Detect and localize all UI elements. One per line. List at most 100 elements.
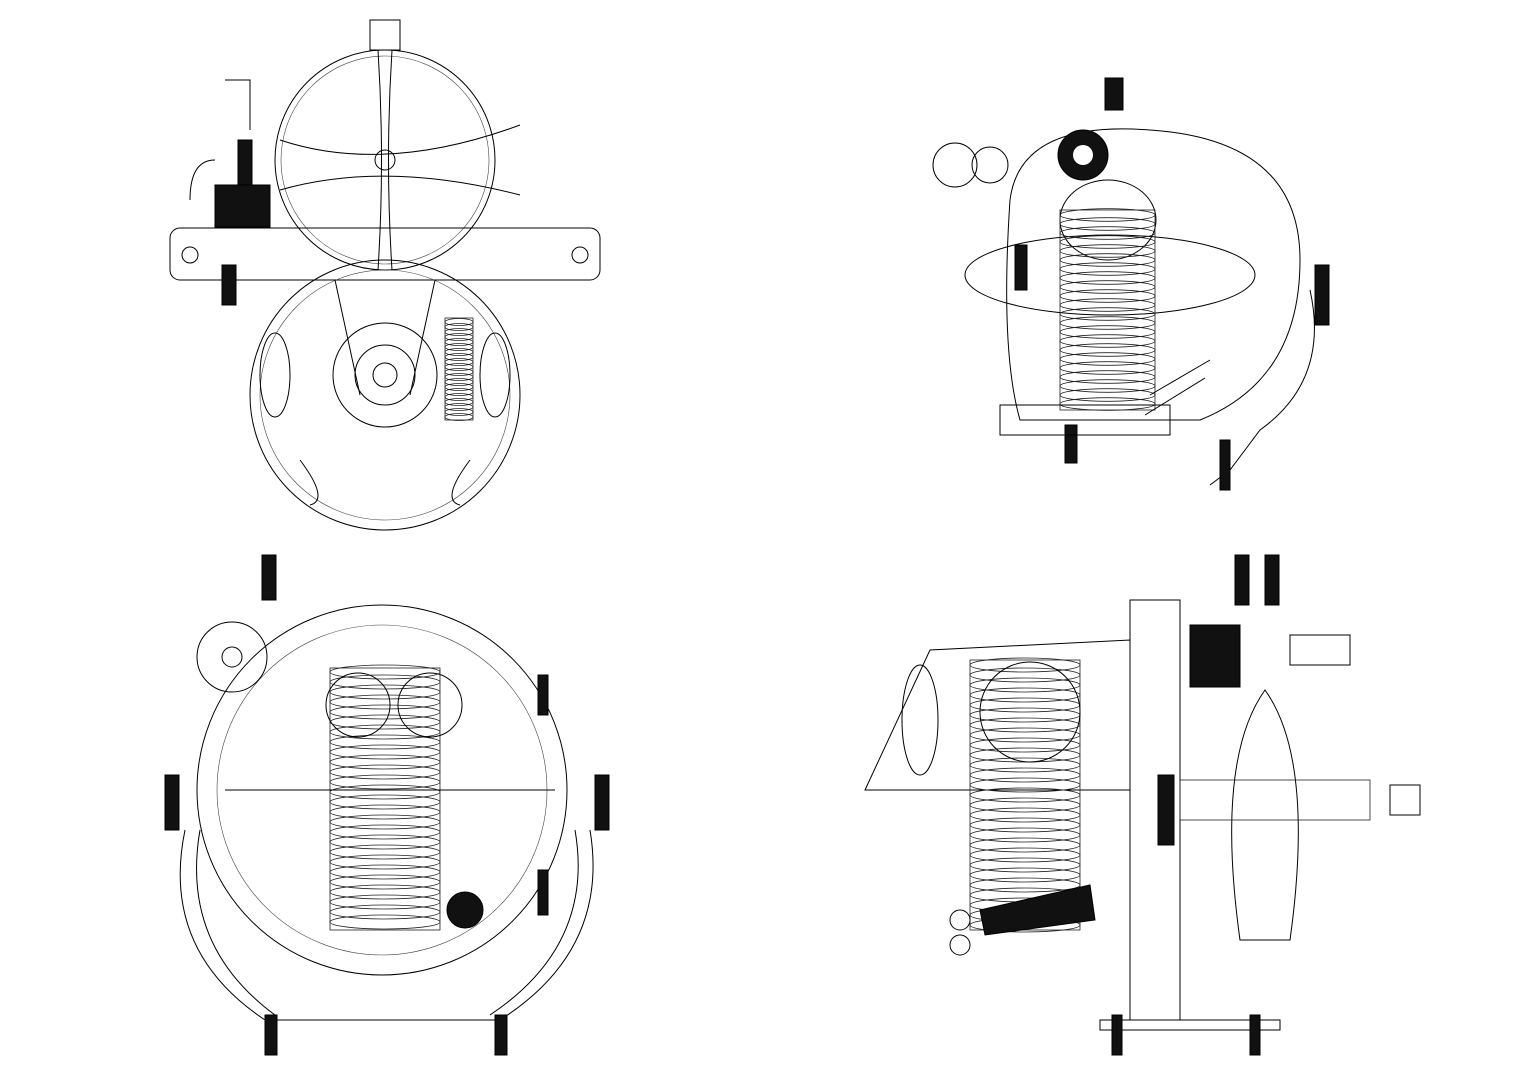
port <box>979 661 1081 763</box>
coil-turn <box>329 894 441 910</box>
diagonal-spring <box>1144 359 1211 416</box>
coil-turn <box>969 857 1081 873</box>
bolt-left <box>181 246 199 264</box>
coil-turn <box>329 744 441 760</box>
screw-c <box>1064 424 1078 464</box>
eyepiece-ring <box>971 146 1009 184</box>
coil-turn <box>969 787 1081 803</box>
coil-turn <box>444 413 474 421</box>
handwheel-inner <box>280 55 490 265</box>
vertical-screw <box>237 139 253 186</box>
coil-turn <box>1059 226 1156 240</box>
coil-turn <box>329 844 441 860</box>
window <box>901 664 939 776</box>
coil-block <box>1189 624 1241 688</box>
screw-right-lower <box>537 869 549 916</box>
coil-turn <box>969 807 1081 823</box>
coil-turn <box>444 323 474 331</box>
coil-turn <box>969 877 1081 893</box>
coil-turn <box>444 338 474 346</box>
main-spring-coils <box>329 664 441 930</box>
coil-turn <box>329 664 441 680</box>
gauge-b <box>949 934 971 956</box>
coil-turn <box>444 363 474 371</box>
coil-turn <box>329 854 441 870</box>
coil-turn <box>1059 397 1156 411</box>
side-wheel <box>196 621 268 693</box>
coil-turn <box>329 834 441 850</box>
lower-disc-outer <box>249 259 521 531</box>
coil-turn <box>969 737 1081 753</box>
coil-turn <box>444 328 474 336</box>
coil-turn <box>969 837 1081 853</box>
coil-turn <box>329 814 441 830</box>
coil-turn <box>1059 316 1156 330</box>
coil-turn <box>1059 361 1156 375</box>
coil-turn <box>329 764 441 780</box>
side-view <box>864 554 1421 1056</box>
coil-turn <box>444 388 474 396</box>
coil-turn <box>969 767 1081 783</box>
wires <box>334 279 436 396</box>
base-plate <box>1099 1019 1281 1031</box>
front-view <box>169 19 601 531</box>
coil-turn <box>329 684 441 700</box>
base-bracket <box>999 404 1171 436</box>
coil-turn <box>1059 334 1156 348</box>
leg <box>1209 289 1315 486</box>
diagonal-spring <box>979 884 1096 936</box>
coil-turn <box>1059 370 1156 384</box>
slot-left <box>259 332 291 418</box>
side-knob <box>1289 634 1351 666</box>
coil-turn <box>1059 217 1156 231</box>
coil-turn <box>1059 388 1156 402</box>
main-spring-coils <box>1059 208 1156 411</box>
leg-left <box>179 829 276 1021</box>
coil-turn <box>1059 289 1156 303</box>
coil-turn <box>1059 325 1156 339</box>
knob-center <box>1073 145 1093 165</box>
screw-a <box>1014 244 1028 291</box>
coil-turn <box>329 824 441 840</box>
coil-turn <box>329 914 441 930</box>
coil-turn <box>969 727 1081 743</box>
coil-turn <box>444 358 474 366</box>
coil-turn <box>1059 379 1156 393</box>
eyepiece <box>932 142 978 188</box>
coil-turn <box>329 794 441 810</box>
coil-turn <box>329 804 441 820</box>
gear-ring <box>964 234 1256 316</box>
port-right <box>397 672 463 738</box>
isometric-view <box>932 77 1330 491</box>
coil-turn <box>969 677 1081 693</box>
coil-turn <box>1059 280 1156 294</box>
coil-turn <box>1059 352 1156 366</box>
handwheel-spokes-vertical <box>377 49 393 271</box>
small-coil <box>221 264 237 306</box>
small-coil <box>446 891 484 929</box>
coil-turn <box>444 398 474 406</box>
hub <box>374 149 396 171</box>
screw-d <box>1219 439 1231 491</box>
coil-turn <box>969 827 1081 843</box>
top-screw-b <box>1264 554 1280 606</box>
foot-right <box>1249 1014 1261 1056</box>
spring-coils <box>444 318 474 421</box>
main-spring <box>969 659 1081 931</box>
coil-turn <box>329 674 441 690</box>
coil-turn <box>1059 253 1156 267</box>
coil-turn <box>329 694 441 710</box>
coil-turn <box>329 874 441 890</box>
handwheel-spokes-horizontal <box>279 124 521 196</box>
side-wheel-hub <box>221 646 243 668</box>
coil-turn <box>1059 307 1156 321</box>
coil-turn <box>444 348 474 356</box>
coil-turn <box>969 667 1081 683</box>
screw-mid <box>1157 774 1175 846</box>
coil-turn <box>969 657 1081 673</box>
coil-turn <box>1059 343 1156 357</box>
gauge-a <box>949 909 971 931</box>
leg-right <box>489 829 594 1021</box>
coil-turn <box>444 353 474 361</box>
